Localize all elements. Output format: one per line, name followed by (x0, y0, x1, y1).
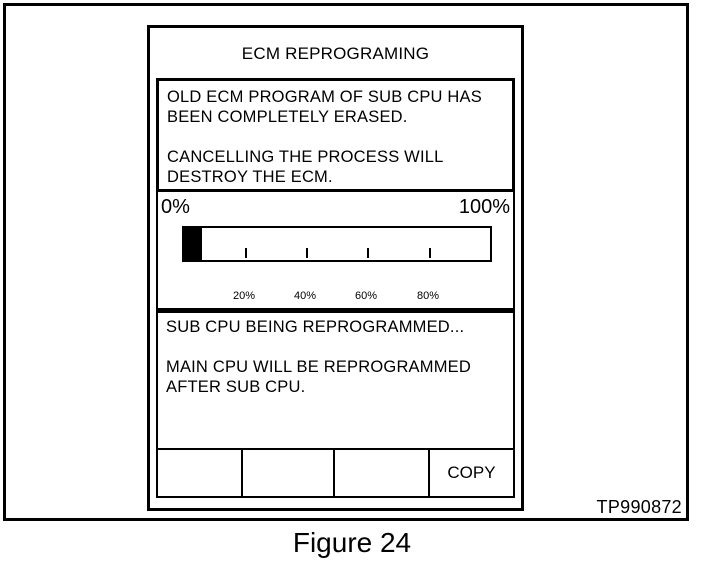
warning-line-4: DESTROY THE ECM. (167, 168, 333, 186)
progress-tick-20 (245, 248, 247, 258)
status-panel: SUB CPU BEING REPROGRAMMED... MAIN CPU W… (156, 310, 515, 454)
screen-title: ECM REPROGRAMING (241, 44, 430, 63)
warning-line-2: BEEN COMPLETELY ERASED. (167, 108, 408, 126)
status-line-2: MAIN CPU WILL BE REPROGRAMMED (166, 358, 471, 376)
warning-panel: OLD ECM PROGRAM OF SUB CPU HAS BEEN COMP… (156, 78, 515, 192)
progress-tick-60 (367, 248, 369, 258)
progress-bar (182, 226, 492, 262)
status-line-1: SUB CPU BEING REPROGRAMMED... (166, 318, 465, 336)
soft-key-2[interactable] (243, 450, 335, 496)
ecm-screen: ECM REPROGRAMING OLD ECM PROGRAM OF SUB … (147, 25, 524, 511)
copy-button[interactable]: COPY (430, 450, 513, 496)
reference-code: TP990872 (596, 497, 682, 517)
progress-tick-80 (429, 248, 431, 258)
soft-key-3[interactable] (335, 450, 430, 496)
progress-panel: 0% 100% 20% 40% 60% 80% (156, 192, 515, 310)
progress-tick-label: 60% (354, 290, 378, 302)
progress-tick-label: 20% (232, 290, 256, 302)
soft-key-row: COPY (156, 448, 515, 498)
warning-line-3: CANCELLING THE PROCESS WILL (167, 148, 444, 166)
progress-min-label: 0% (161, 196, 190, 218)
progress-tick-label: 80% (416, 290, 440, 302)
progress-tick-40 (306, 248, 308, 258)
figure-caption: Figure 24 (292, 527, 412, 558)
figure-frame (3, 3, 689, 521)
progress-bar-fill (184, 228, 203, 260)
progress-max-label: 100% (458, 196, 510, 218)
progress-tick-label: 40% (293, 290, 317, 302)
warning-line-1: OLD ECM PROGRAM OF SUB CPU HAS (167, 88, 482, 106)
status-line-3: AFTER SUB CPU. (166, 378, 306, 396)
soft-key-1[interactable] (158, 450, 243, 496)
